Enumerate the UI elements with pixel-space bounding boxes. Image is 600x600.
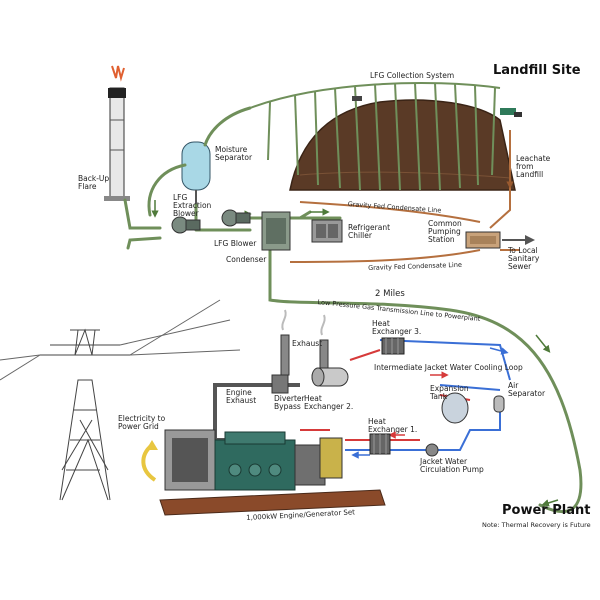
- engine-exhaust-label: Engine Exhaust: [226, 388, 257, 405]
- expansion-tank-label: Expansion Tank: [430, 384, 469, 401]
- air-separator-vessel: [493, 395, 505, 413]
- two-miles-label: 2 Miles: [375, 289, 405, 299]
- jacket-water-cooling-loop-label: Intermediate Jacket Water Cooling Loop: [374, 363, 523, 372]
- heat-exchanger-3-unit: [381, 337, 405, 355]
- common-pumping-station: [465, 231, 501, 249]
- common-pumping-station-label: Common Pumping Station: [428, 219, 462, 244]
- thermal-recovery-note: Note: Thermal Recovery is Future: [482, 521, 591, 529]
- lfg-collection-wells: [249, 81, 501, 191]
- moisture-separator-label: Moisture Separator: [215, 145, 253, 162]
- lfg-extraction-blower-label: LFG Extraction Blower: [173, 193, 212, 218]
- diverter-bypass-valve: [271, 374, 289, 394]
- gas-lines: [123, 106, 583, 514]
- jacket-water-pump-label: Jacket Water Circulation Pump: [420, 457, 484, 474]
- expansion-tank-vessel: [441, 392, 469, 424]
- lfg-collection-system-label: LFG Collection System: [370, 71, 455, 80]
- landfill-site-title: Landfill Site: [493, 63, 581, 78]
- heat-exchanger-3-label: Heat Exchanger 3.: [372, 319, 422, 336]
- refrigerant-chiller-label: Refrigerant Chiller: [348, 223, 391, 240]
- power-plant-title: Power Plant: [502, 503, 591, 518]
- condensate-lines: [289, 130, 520, 263]
- heat-exchanger-2-vessel: [311, 367, 349, 387]
- back-up-flare-stack: [104, 65, 130, 201]
- landfill-mound: [289, 99, 516, 191]
- electricity-arrow: [141, 443, 157, 482]
- lfg-extraction-blower: [171, 216, 201, 234]
- diverter-bypass-label: Diverter Bypass: [274, 394, 305, 411]
- heat-exchanger-1-label: Heat Exchanger 1.: [368, 417, 418, 434]
- heat-exchanger-2-label: Heat Exchanger 2.: [304, 394, 354, 411]
- truck-icon: [500, 108, 522, 117]
- refrigerant-chiller: [311, 219, 343, 243]
- back-up-flare-label: Back-Up Flare: [78, 174, 110, 191]
- lfg-blower: [221, 209, 251, 227]
- leachate-from-landfill-label: Leachate from Landfill: [516, 154, 551, 179]
- sanitary-sewer-label: To Local Sanitary Sewer: [508, 246, 540, 271]
- circulation-pump: [425, 443, 439, 457]
- electricity-arrowhead: [146, 440, 158, 450]
- bulldozer-icon: [352, 96, 362, 101]
- lfg-blower-label: LFG Blower: [214, 239, 257, 248]
- exhaust-label: Exhaust: [292, 339, 323, 348]
- engine-generator-set: [159, 429, 386, 516]
- condenser-label: Condenser: [226, 255, 267, 264]
- air-separator-label: Air Separator: [508, 381, 546, 398]
- heat-exchanger-1-unit: [369, 433, 391, 455]
- electricity-to-grid-label: Electricity to Power Grid: [118, 414, 166, 431]
- transmission-tower: [0, 299, 241, 501]
- condenser-unit: [261, 211, 291, 251]
